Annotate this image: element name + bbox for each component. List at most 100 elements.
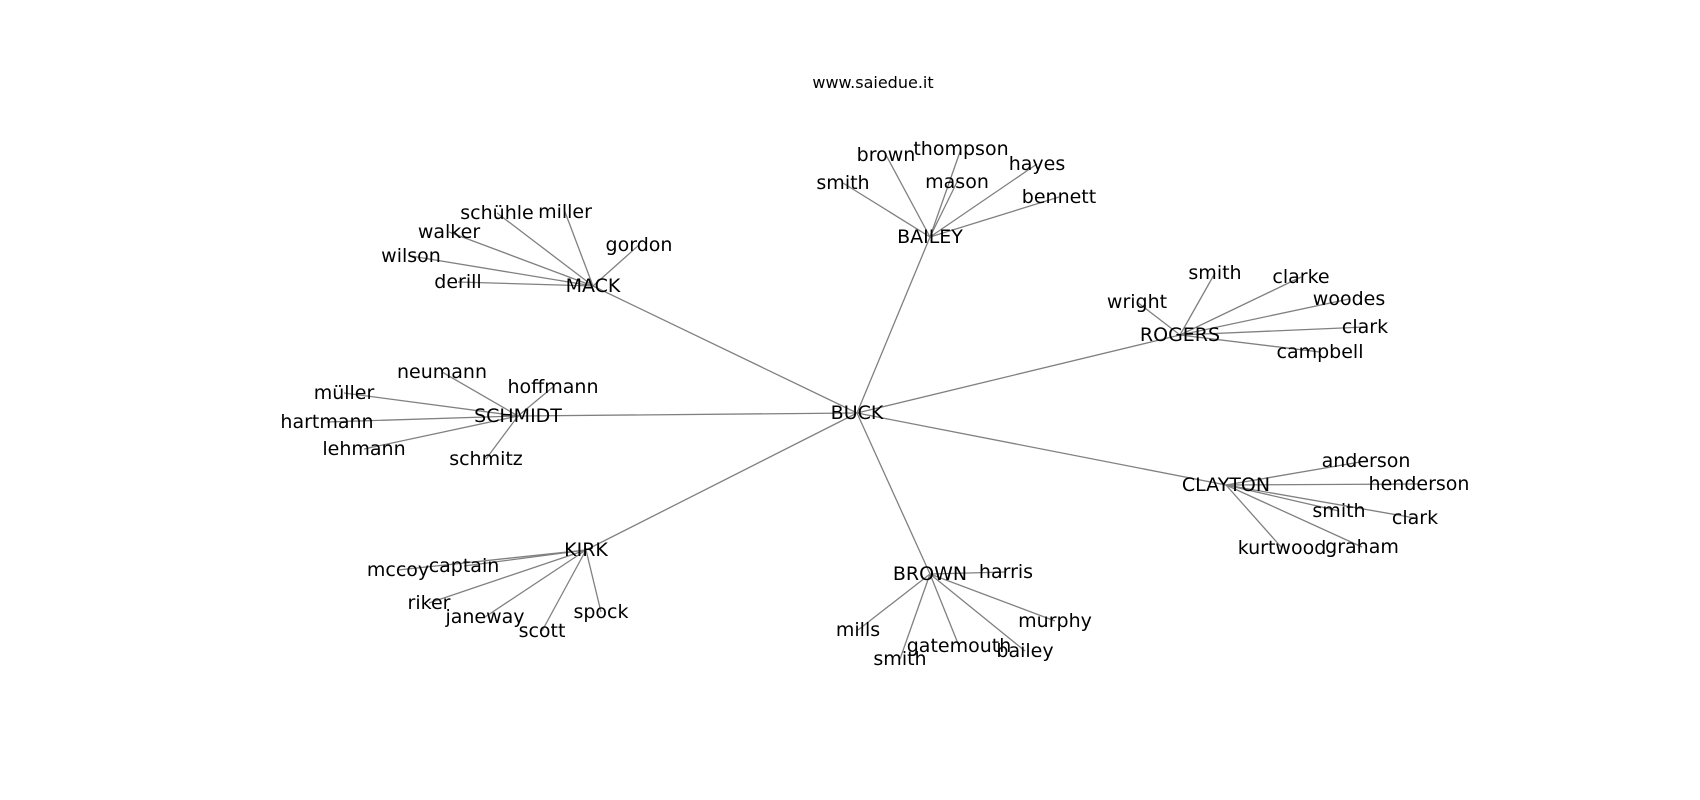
edge-brown-1 bbox=[857, 573, 931, 631]
node-leaf-rogers-5: campbell bbox=[1277, 341, 1364, 363]
node-leaf-kirk-4: scott bbox=[519, 620, 566, 642]
node-leaf-mack-1: miller bbox=[538, 201, 592, 223]
node-leaf-rogers-3: woodes bbox=[1313, 288, 1385, 310]
edge-schmidt-0 bbox=[441, 371, 519, 417]
node-leaf-schmidt-5: schmitz bbox=[449, 448, 523, 470]
edge-clayton-1 bbox=[1225, 483, 1420, 486]
node-leaf-clayton-2: smith bbox=[1312, 500, 1365, 522]
edge-rogers-3 bbox=[1179, 298, 1350, 336]
node-hub-rogers: ROGERS bbox=[1140, 324, 1220, 346]
edge-brown-0 bbox=[929, 571, 1007, 575]
node-leaf-rogers-2: wright bbox=[1107, 291, 1167, 313]
node-leaf-schmidt-3: hartmann bbox=[280, 411, 373, 433]
node-leaf-brown-3: gatemouth bbox=[907, 635, 1012, 657]
edge-clayton-3 bbox=[1225, 484, 1416, 519]
node-leaf-bailey-1: brown bbox=[857, 144, 916, 166]
node-leaf-clayton-1: henderson bbox=[1369, 473, 1470, 495]
node-leaf-clayton-0: anderson bbox=[1322, 450, 1411, 472]
edge-root-schmidt bbox=[517, 412, 858, 417]
node-leaf-bailey-0: smith bbox=[816, 172, 869, 194]
edge-schmidt-2 bbox=[517, 386, 554, 417]
node-leaf-bailey-4: hayes bbox=[1009, 153, 1066, 175]
edge-kirk-4 bbox=[541, 549, 587, 632]
node-leaf-mack-0: schühle bbox=[460, 202, 533, 224]
graph-title: www.saiedue.it bbox=[812, 73, 933, 92]
node-leaf-schmidt-2: hoffmann bbox=[508, 376, 599, 398]
node-leaf-brown-5: murphy bbox=[1018, 610, 1092, 632]
edge-bailey-0 bbox=[842, 182, 931, 238]
node-leaf-rogers-4: clark bbox=[1342, 316, 1388, 338]
node-leaf-rogers-1: clarke bbox=[1272, 266, 1329, 288]
node-leaf-bailey-5: bennett bbox=[1022, 186, 1096, 208]
edge-brown-2 bbox=[899, 573, 931, 660]
node-leaf-mack-2: walker bbox=[418, 221, 480, 243]
edge-kirk-1 bbox=[463, 549, 587, 567]
edge-root-bailey bbox=[856, 236, 931, 414]
edge-mack-4 bbox=[457, 281, 594, 287]
edges bbox=[326, 148, 1420, 660]
node-leaf-kirk-0: mccoy bbox=[367, 559, 429, 581]
node-hub-bailey: BAILEY bbox=[897, 226, 963, 248]
node-leaf-brown-1: mills bbox=[836, 619, 880, 641]
node-hub-schmidt: SCHMIDT bbox=[474, 405, 562, 427]
edge-brown-5 bbox=[929, 573, 1056, 622]
edge-bailey-3 bbox=[929, 181, 958, 238]
node-hub-clayton: CLAYTON bbox=[1182, 474, 1270, 496]
node-leaf-schmidt-0: neumann bbox=[397, 361, 487, 383]
edge-bailey-4 bbox=[929, 163, 1038, 238]
edge-bailey-1 bbox=[885, 154, 931, 238]
edge-mack-2 bbox=[448, 231, 594, 287]
edge-rogers-1 bbox=[1179, 276, 1302, 336]
edge-clayton-5 bbox=[1225, 484, 1363, 548]
edge-clayton-4 bbox=[1225, 484, 1283, 549]
edge-mack-0 bbox=[496, 212, 594, 287]
edge-bailey-5 bbox=[929, 196, 1060, 238]
edge-rogers-4 bbox=[1179, 326, 1366, 336]
node-leaf-bailey-3: mason bbox=[925, 171, 989, 193]
node-leaf-schmidt-1: müller bbox=[314, 382, 375, 404]
edge-schmidt-1 bbox=[343, 392, 519, 417]
node-leaf-kirk-1: captain bbox=[429, 555, 500, 577]
edge-clayton-0 bbox=[1225, 460, 1367, 486]
edge-root-mack bbox=[592, 285, 858, 414]
edge-mack-1 bbox=[564, 211, 594, 287]
edge-bailey-2 bbox=[929, 148, 962, 238]
edge-kirk-3 bbox=[484, 549, 587, 618]
node-leaf-clayton-4: kurtwood bbox=[1238, 537, 1327, 559]
node-hub-brown: BROWN bbox=[893, 563, 967, 585]
node-leaf-kirk-5: spock bbox=[573, 601, 628, 623]
node-leaf-clayton-3: clark bbox=[1392, 507, 1438, 529]
edge-rogers-2 bbox=[1136, 301, 1181, 336]
edge-kirk-2 bbox=[428, 549, 587, 604]
node-leaf-kirk-2: riker bbox=[408, 592, 451, 614]
node-leaf-bailey-2: thompson bbox=[913, 138, 1008, 160]
edge-brown-4 bbox=[929, 573, 1026, 652]
edge-clayton-2 bbox=[1225, 484, 1340, 512]
node-hub-mack: MACK bbox=[566, 275, 621, 297]
edge-schmidt-4 bbox=[363, 415, 519, 450]
edge-schmidt-3 bbox=[326, 415, 519, 423]
node-hub-kirk: KIRK bbox=[564, 539, 608, 561]
edge-kirk-5 bbox=[585, 549, 602, 613]
edge-schmidt-5 bbox=[485, 415, 519, 460]
edge-rogers-0 bbox=[1179, 272, 1216, 336]
node-leaf-mack-4: derill bbox=[434, 271, 481, 293]
edge-root-kirk bbox=[585, 412, 858, 551]
edge-root-brown bbox=[856, 412, 931, 575]
edge-root-rogers bbox=[856, 334, 1181, 414]
node-labels: BUCKBAILEYsmithbrownthompsonmasonhayesbe… bbox=[280, 138, 1469, 670]
edge-mack-3 bbox=[410, 255, 594, 287]
node-leaf-rogers-0: smith bbox=[1188, 262, 1241, 284]
node-leaf-kirk-3: janeway bbox=[444, 606, 524, 628]
edge-mack-5 bbox=[592, 244, 640, 287]
node-leaf-clayton-5: graham bbox=[1325, 536, 1399, 558]
node-leaf-schmidt-4: lehmann bbox=[322, 438, 405, 460]
edge-kirk-0 bbox=[397, 549, 587, 571]
node-leaf-brown-4: bailey bbox=[996, 640, 1053, 662]
node-leaf-mack-3: wilson bbox=[381, 245, 441, 267]
node-leaf-mack-5: gordon bbox=[606, 234, 673, 256]
edge-brown-3 bbox=[929, 573, 960, 647]
node-leaf-brown-0: harris bbox=[979, 561, 1033, 583]
edge-root-clayton bbox=[856, 412, 1227, 486]
